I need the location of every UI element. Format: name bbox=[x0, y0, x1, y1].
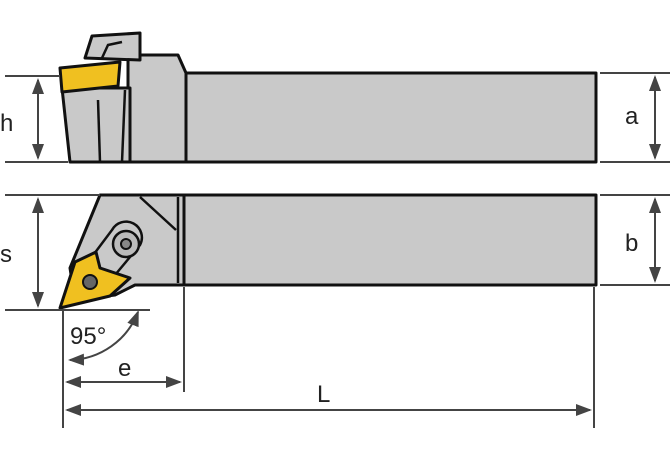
dimension-labels: h a s b 95° e L bbox=[0, 103, 639, 408]
label-e: e bbox=[118, 355, 131, 382]
label-s: s bbox=[0, 241, 12, 268]
clamp bbox=[83, 31, 142, 62]
label-angle: 95° bbox=[70, 323, 106, 350]
screw-head bbox=[120, 238, 132, 250]
head-side bbox=[126, 53, 188, 164]
dimensions bbox=[5, 72, 670, 428]
seat-line bbox=[96, 99, 102, 163]
shank-side bbox=[180, 71, 598, 164]
side-view bbox=[58, 31, 598, 164]
head-chamfer bbox=[139, 196, 177, 231]
clamp-detail bbox=[100, 40, 123, 59]
seat-line bbox=[120, 89, 127, 163]
label-L: L bbox=[317, 381, 330, 408]
insert-side bbox=[58, 60, 122, 94]
angle-arc bbox=[68, 310, 139, 366]
label-h: h bbox=[0, 110, 13, 137]
top-view bbox=[58, 193, 598, 310]
shank-top bbox=[176, 193, 598, 287]
label-b: b bbox=[625, 230, 638, 257]
label-a: a bbox=[625, 103, 639, 130]
insert-screw-icon bbox=[82, 274, 98, 290]
insert-seat bbox=[60, 86, 132, 164]
lever bbox=[87, 220, 144, 276]
